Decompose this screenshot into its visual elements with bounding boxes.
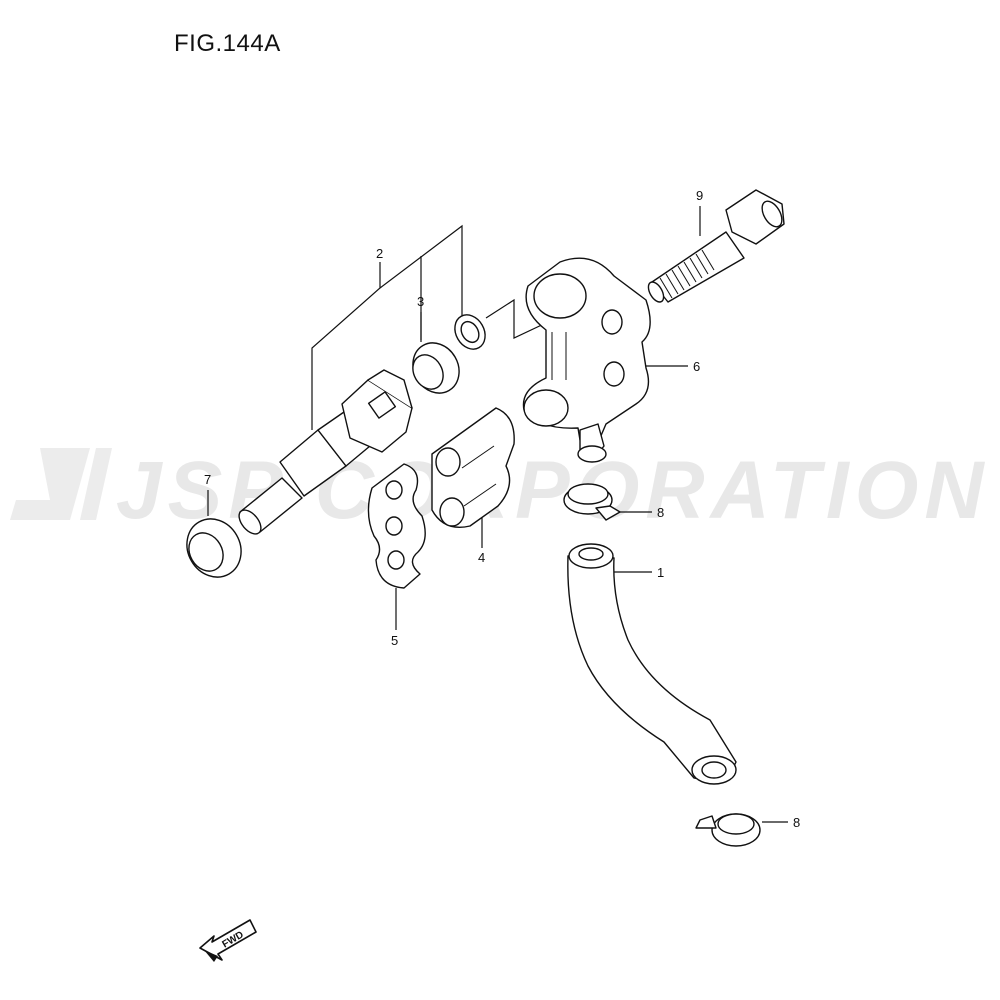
figure-title: FIG.144A	[174, 30, 281, 57]
part-4-spacer	[431, 407, 515, 528]
callout-2: 2	[376, 246, 383, 261]
part-8-clamp-upper	[563, 483, 621, 521]
part-6-bracket	[522, 257, 651, 463]
callout-3: 3	[417, 294, 424, 309]
part-5-gasket	[367, 463, 426, 589]
part-3-grommet	[412, 342, 460, 394]
part-8-clamp-lower	[695, 813, 761, 847]
part-9-bolt	[647, 189, 785, 303]
callout-7: 7	[204, 472, 211, 487]
callout-8-lower: 8	[793, 815, 800, 830]
watermark-logo-icon	[10, 448, 112, 520]
part-1-hose	[567, 543, 737, 785]
callout-4: 4	[478, 550, 485, 565]
leader-lines	[207, 206, 788, 823]
callout-8-upper: 8	[657, 505, 664, 520]
fwd-label: FWD	[220, 930, 245, 951]
callout-6: 6	[693, 359, 700, 374]
part-7-grommet	[186, 518, 242, 578]
fwd-arrow-icon: FWD	[199, 919, 257, 962]
callout-labels: 1 2 3 4 5 6 7 8 8 9	[204, 188, 800, 830]
callout-1: 1	[657, 565, 664, 580]
part-2-sensor	[238, 369, 413, 535]
o-ring	[454, 314, 486, 350]
callout-5: 5	[391, 633, 398, 648]
callout-9: 9	[696, 188, 703, 203]
